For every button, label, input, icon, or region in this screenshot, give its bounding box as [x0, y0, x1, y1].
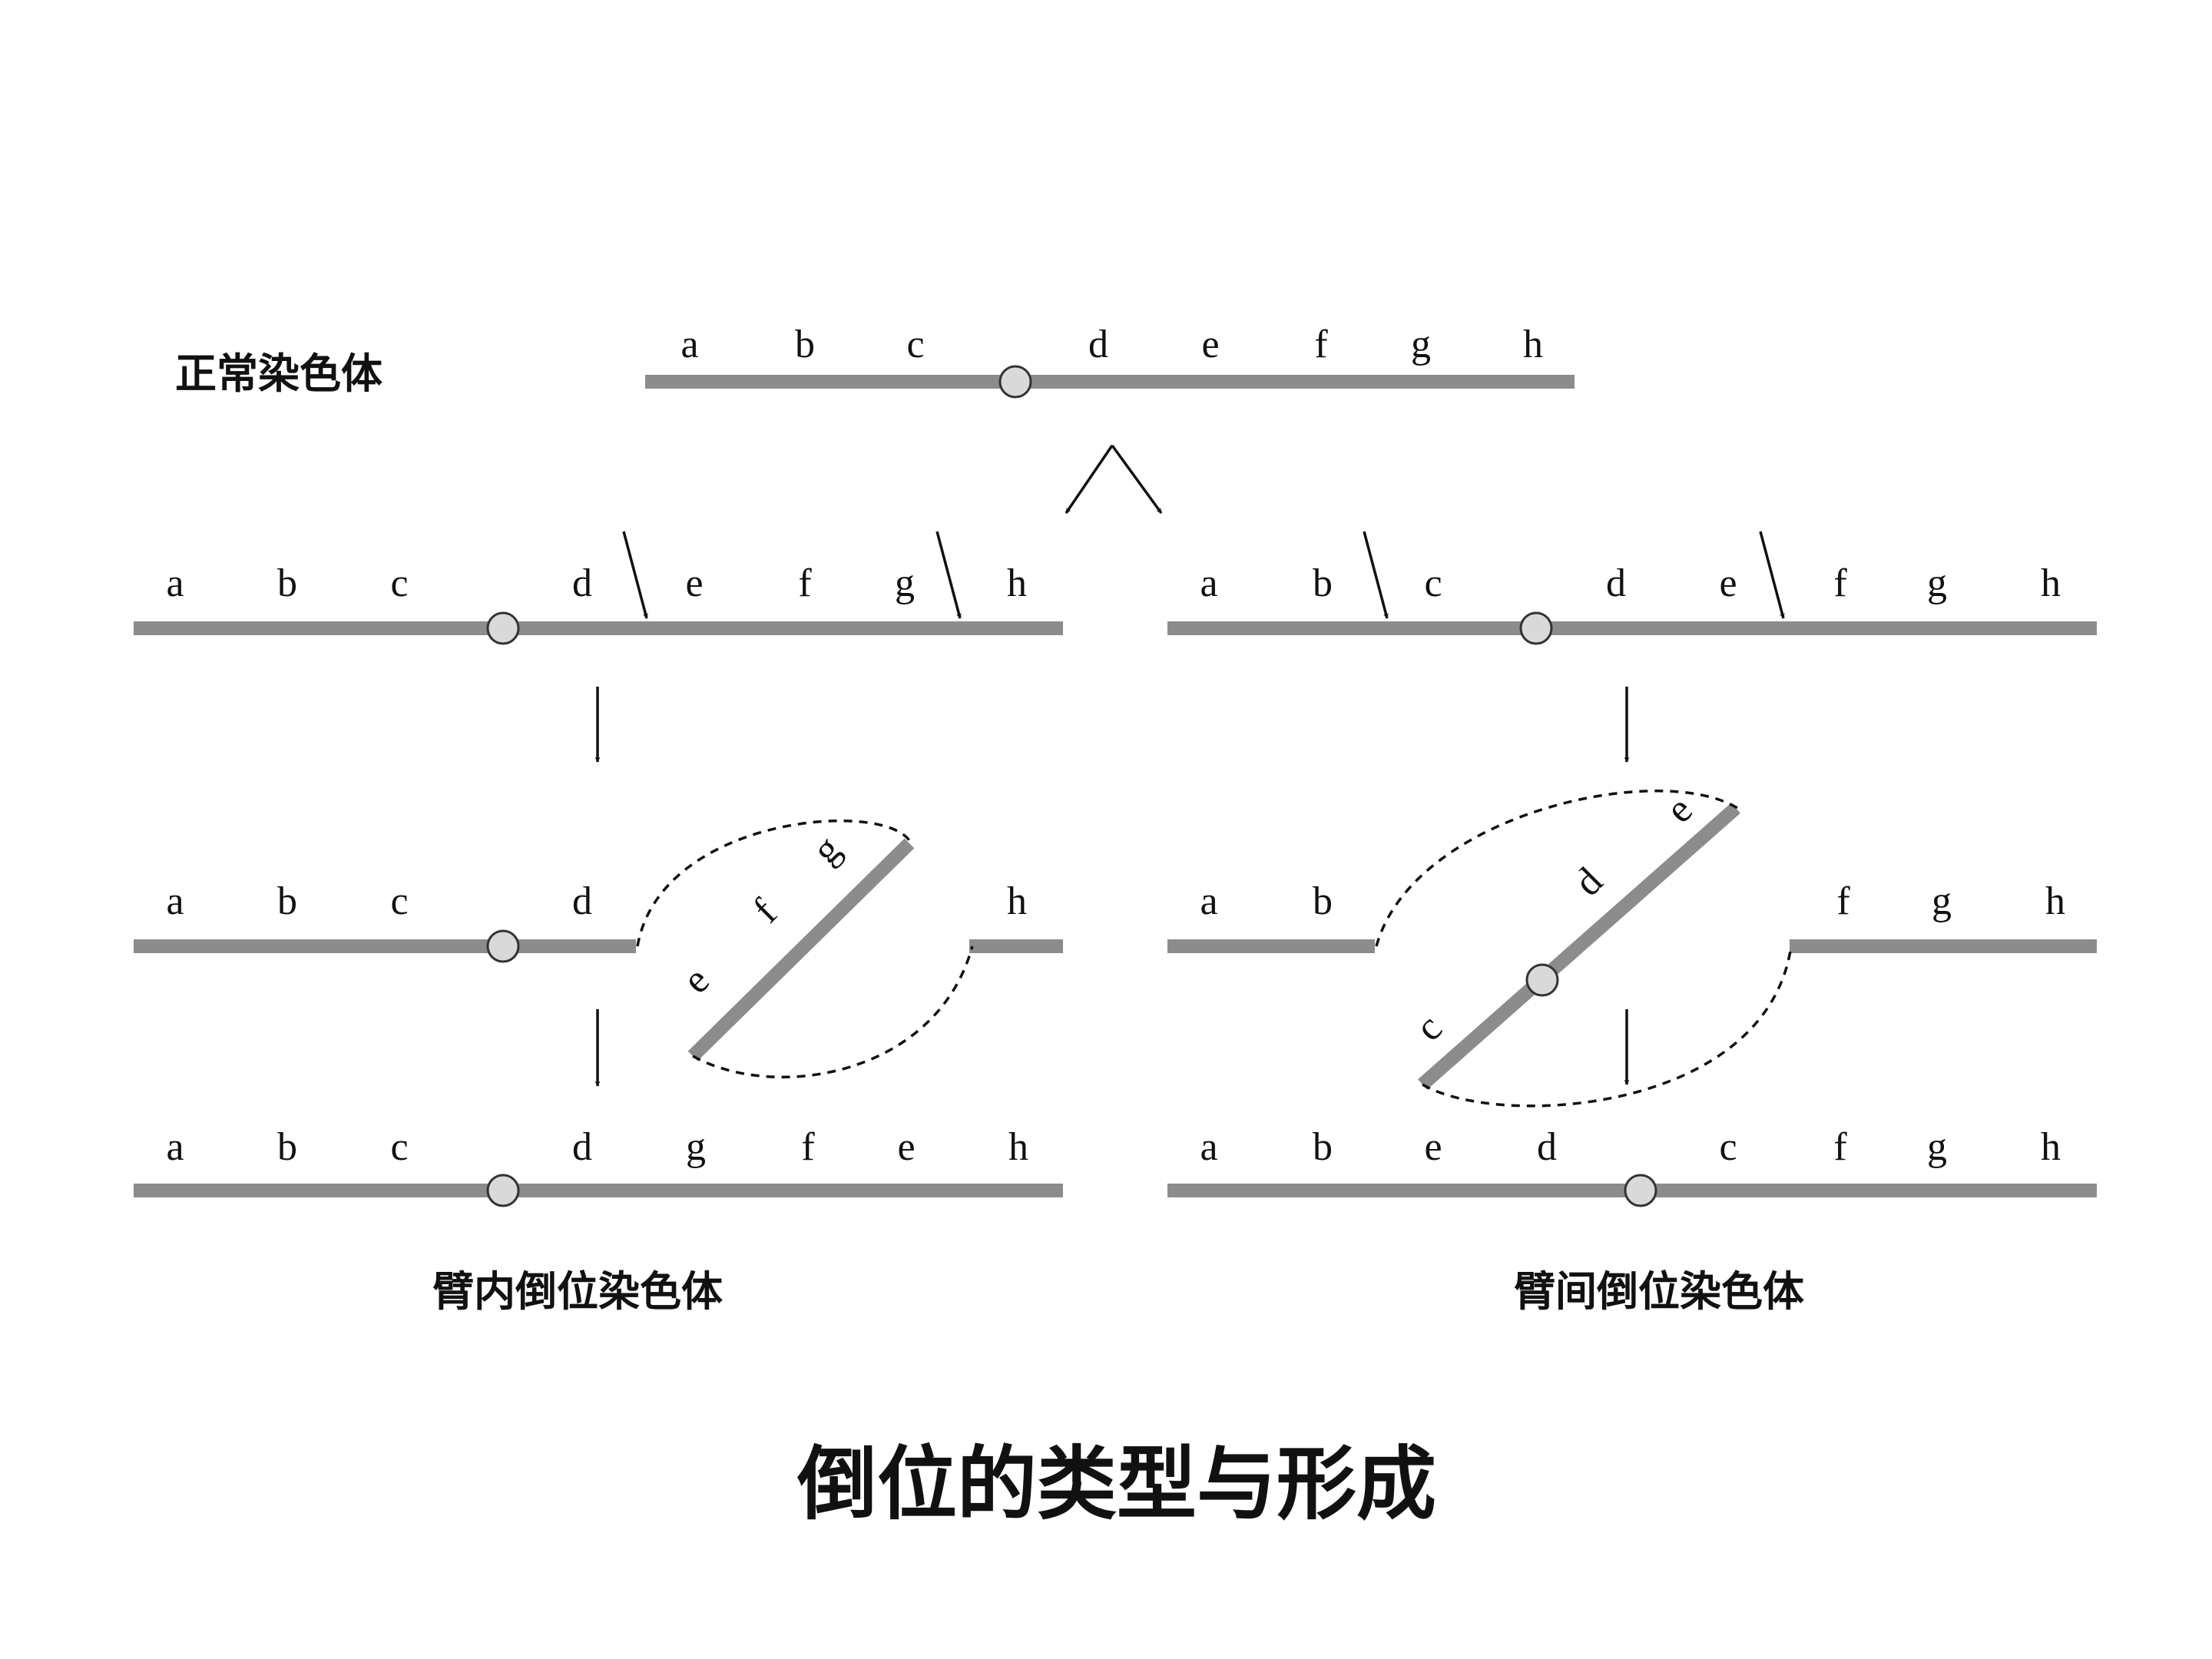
gene-label: c: [390, 879, 408, 923]
gene-label: b: [795, 323, 815, 366]
gene-label: f: [798, 561, 812, 605]
gene-label: e: [1719, 561, 1737, 605]
gene-label: f: [1836, 879, 1850, 923]
gene-label: c: [1424, 561, 1442, 605]
gene-label: e: [1657, 788, 1701, 832]
gene-label: d: [572, 879, 592, 923]
gene-label: e: [1424, 1125, 1442, 1169]
gene-label: d: [1088, 323, 1108, 366]
gene-label: b: [1313, 1125, 1333, 1169]
centromere: [1519, 611, 1553, 645]
centromere: [998, 365, 1032, 399]
gene-label: e: [674, 959, 718, 1002]
gene-label: f: [801, 1125, 815, 1169]
gene-label: f: [1833, 1125, 1847, 1169]
centromere: [486, 929, 520, 963]
break-arrow: [1759, 531, 1785, 619]
gene-label: e: [897, 1125, 915, 1169]
gene-label: c: [1407, 1006, 1451, 1050]
gene-label: g: [686, 1125, 706, 1169]
gene-label: b: [277, 561, 297, 605]
gene-label: d: [572, 561, 592, 605]
gene-label: h: [1523, 323, 1543, 366]
gene-label: g: [895, 561, 915, 605]
gene-label: h: [2045, 879, 2065, 923]
gene-label: e: [685, 561, 703, 605]
gene-label: c: [1719, 1125, 1737, 1169]
label-pericentric: 臂间倒位染色体: [1514, 1267, 1804, 1316]
gene-label: d: [1537, 1125, 1557, 1169]
centromere: [1525, 963, 1559, 997]
gene-label: a: [1200, 561, 1217, 605]
centromere: [486, 611, 520, 645]
gene-label: d: [1566, 859, 1611, 905]
gene-label: h: [1007, 561, 1027, 605]
label-normal: 正常染色体: [175, 349, 382, 398]
gene-label: h: [1008, 1125, 1028, 1169]
centromere: [1624, 1174, 1657, 1207]
centromere: [486, 1174, 520, 1207]
gene-label: c: [390, 561, 408, 605]
gene-label: e: [1201, 323, 1219, 366]
break-arrow: [622, 531, 648, 619]
break-arrow: [935, 531, 962, 619]
gene-label: a: [1200, 1125, 1217, 1169]
gene-label: b: [1313, 561, 1333, 605]
label-paracentric: 臂内倒位染色体: [432, 1267, 723, 1316]
chromosome-peri-result: a b e d c f g h: [1167, 1125, 2097, 1207]
gene-label: h: [2041, 1125, 2061, 1169]
chromosome-normal: a b c d e f g h: [645, 323, 1575, 399]
gene-label: b: [277, 879, 297, 923]
gene-label: b: [1313, 879, 1333, 923]
chromosome-para-break: a b c d e f g h: [134, 531, 1063, 645]
gene-label: h: [2041, 561, 2061, 605]
gene-label: f: [1314, 323, 1328, 366]
break-arrow: [1363, 531, 1389, 619]
gene-label: a: [166, 561, 184, 605]
split-arrows: [1065, 444, 1163, 515]
gene-label: c: [906, 323, 924, 366]
gene-label: g: [1927, 561, 1947, 605]
chromosome-para-result: a b c d g f e h: [134, 1125, 1063, 1207]
gene-label: d: [1606, 561, 1626, 605]
gene-label: g: [1927, 1125, 1947, 1169]
gene-label: a: [1200, 879, 1217, 923]
gene-label: d: [572, 1125, 592, 1169]
gene-label: a: [166, 879, 184, 923]
gene-label: b: [277, 1125, 297, 1169]
gene-label: a: [680, 323, 698, 366]
page-title: 倒位的类型与形成: [796, 1437, 1436, 1531]
gene-label: f: [1833, 561, 1847, 605]
gene-label: h: [1007, 879, 1027, 923]
gene-label: g: [1932, 879, 1952, 923]
gene-label: a: [166, 1125, 184, 1169]
gene-label: g: [804, 827, 849, 873]
chromosome-peri-loop: a b c d e f g h: [1167, 788, 2097, 1108]
gene-label: f: [745, 891, 786, 932]
chromosome-peri-break: a b c d e f g h: [1167, 531, 2097, 645]
gene-label: c: [390, 1125, 408, 1169]
gene-label: g: [1411, 323, 1431, 366]
